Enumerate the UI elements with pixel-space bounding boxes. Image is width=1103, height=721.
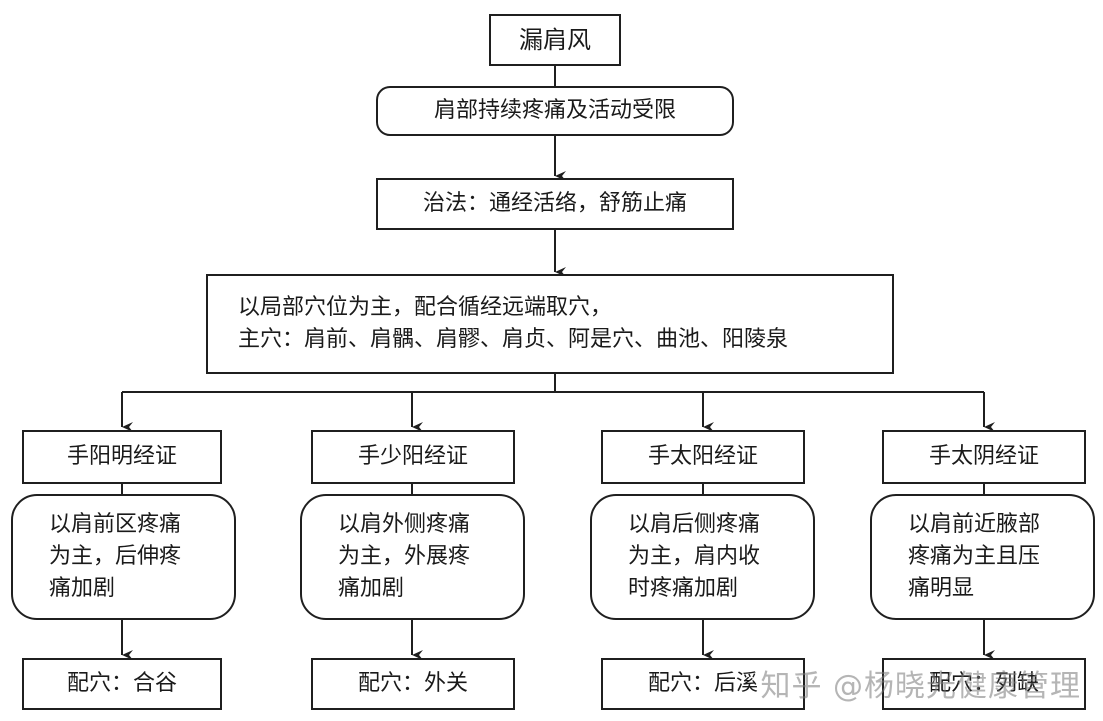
description-text-2: 以肩外侧疼痛 为主，外展疼 痛加剧: [338, 512, 471, 601]
main-points-line2: 主穴：肩前、肩髃、肩髎、肩贞、阿是穴、曲池、阳陵泉: [238, 327, 789, 352]
treatment-box: 治法：通经活络，舒筋止痛: [376, 178, 734, 230]
description-box-3: 以肩后侧疼痛 为主，肩内收 时疼痛加剧: [590, 494, 815, 620]
points-text-3: 配穴：后溪: [647, 671, 758, 697]
diagram-title: 漏肩风: [489, 14, 621, 66]
points-box-3: 配穴：后溪: [601, 658, 805, 710]
syndrome-label-4: 手太阴经证: [928, 444, 1039, 470]
syndrome-box-3: 手太阳经证: [601, 430, 805, 484]
description-text-1: 以肩前区疼痛 为主，后伸疼 痛加剧: [49, 512, 182, 601]
points-box-4: 配穴：列缺: [882, 658, 1086, 710]
syndrome-label-2: 手少阳经证: [357, 444, 468, 470]
description-box-1: 以肩前区疼痛 为主，后伸疼 痛加剧: [11, 494, 236, 620]
description-box-2: 以肩外侧疼痛 为主，外展疼 痛加剧: [300, 494, 525, 620]
diagram-title-text: 漏肩风: [519, 25, 591, 54]
main-points-box: 以局部穴位为主，配合循经远端取穴， 主穴：肩前、肩髃、肩髎、肩贞、阿是穴、曲池、…: [206, 274, 894, 374]
points-text-1: 配穴：合谷: [66, 671, 177, 697]
syndrome-label-3: 手太阳经证: [647, 444, 758, 470]
watermark: 知乎 @杨晓光健康管理: [760, 669, 1081, 704]
syndrome-label-1: 手阳明经证: [66, 444, 177, 470]
points-box-2: 配穴：外关: [311, 658, 515, 710]
description-text-3: 以肩后侧疼痛 为主，肩内收 时疼痛加剧: [628, 512, 761, 601]
syndrome-box-4: 手太阴经证: [882, 430, 1086, 484]
points-text-4: 配穴：列缺: [928, 671, 1039, 697]
syndrome-box-2: 手少阳经证: [311, 430, 515, 484]
points-text-2: 配穴：外关: [357, 671, 468, 697]
symptom-text: 肩部持续疼痛及活动受限: [433, 98, 676, 124]
points-box-1: 配穴：合谷: [22, 658, 222, 710]
description-box-4: 以肩前近腋部 疼痛为主且压 痛明显: [870, 494, 1095, 620]
symptom-box: 肩部持续疼痛及活动受限: [376, 86, 734, 136]
syndrome-box-1: 手阳明经证: [22, 430, 222, 484]
main-points-line1: 以局部穴位为主，配合循经远端取穴，: [238, 295, 613, 321]
description-text-4: 以肩前近腋部 疼痛为主且压 痛明显: [908, 512, 1041, 601]
treatment-text: 治法：通经活络，舒筋止痛: [422, 191, 687, 217]
